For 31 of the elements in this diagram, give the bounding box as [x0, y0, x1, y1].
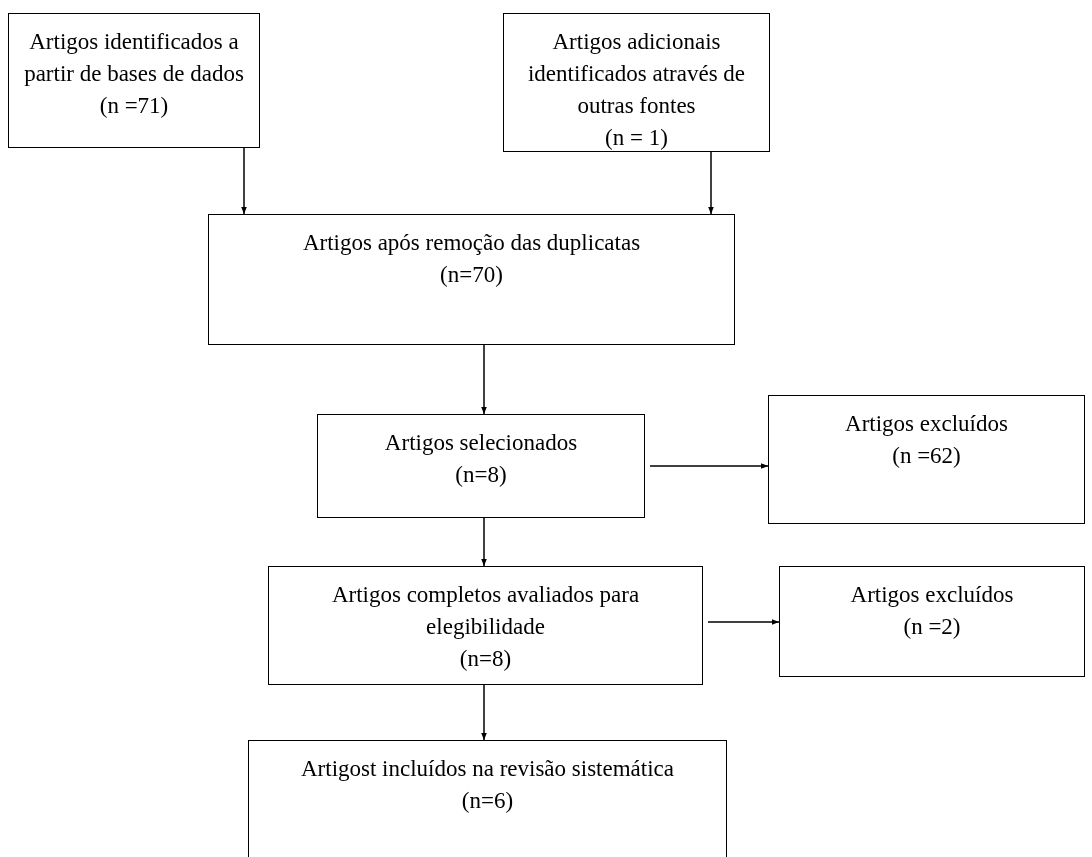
box-text: (n =62): [891, 442, 962, 470]
box-text: (n=70): [439, 261, 504, 289]
box-text: Artigos identificados a partir de bases de dados: [23, 28, 245, 88]
process-box: [268, 566, 703, 685]
arrow: [481, 344, 487, 415]
arrow: [481, 517, 487, 567]
process-box: [779, 566, 1085, 677]
box-text: Artigos excluídos: [849, 581, 1015, 609]
box-text: (n =71): [98, 92, 170, 120]
arrow: [708, 151, 714, 215]
box-text: (n = 1): [604, 124, 669, 152]
process-box: [503, 13, 770, 152]
process-box: [317, 414, 645, 518]
process-box: [248, 740, 727, 857]
box-text: (n=8): [458, 645, 513, 673]
process-box: [768, 395, 1085, 524]
arrow: [241, 147, 247, 215]
box-text: Artigos adicionais identificados através de outras fontes: [526, 28, 747, 120]
process-box: [208, 214, 735, 345]
box-text: Artigost incluídos na revisão sistemática: [300, 755, 675, 783]
box-text: Artigos selecionados: [383, 429, 579, 457]
arrow: [481, 684, 487, 741]
box-text: (n=8): [454, 461, 508, 489]
box-text: Artigos completos avaliados para elegibilidade: [330, 581, 641, 641]
box-text: (n =2): [902, 613, 962, 641]
box-text: Artigos excluídos: [844, 410, 1009, 438]
arrow: [707, 619, 780, 625]
arrow: [649, 463, 769, 469]
box-text: Artigos após remoção das duplicatas: [301, 229, 642, 257]
process-box: [8, 13, 260, 148]
box-text: (n=6): [460, 787, 515, 815]
